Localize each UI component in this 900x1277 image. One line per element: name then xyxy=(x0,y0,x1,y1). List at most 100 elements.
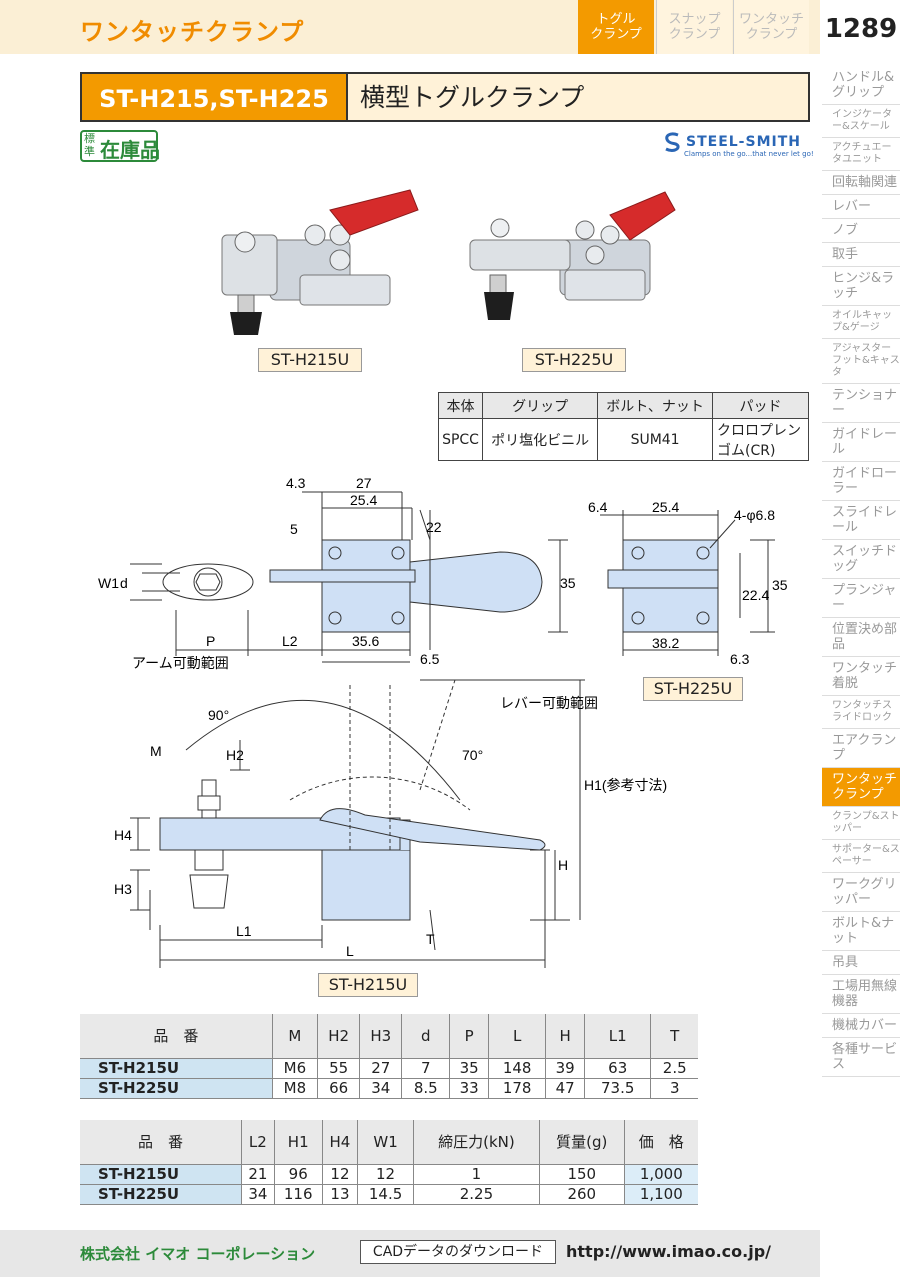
sidebar-item[interactable]: ノブ xyxy=(822,219,900,243)
dim-label: P xyxy=(206,633,215,649)
table-cell: 150 xyxy=(539,1164,625,1185)
spec-header: H2 xyxy=(317,1014,361,1059)
table-cell: 8.5 xyxy=(401,1078,451,1099)
drawing-caption-225: ST-H225U xyxy=(643,677,743,701)
table-row: ST-H225U 34 116 13 14.5 2.25 260 1,100 xyxy=(80,1184,698,1205)
dim-label: 35.6 xyxy=(352,633,379,649)
table-cell: 34 xyxy=(359,1078,403,1099)
spec-header: L xyxy=(488,1014,547,1059)
spec-header: 価 格 xyxy=(624,1120,698,1165)
sidebar-item[interactable]: 吊具 xyxy=(822,951,900,975)
product-photo-st-h215u xyxy=(221,189,419,335)
sidebar-item[interactable]: プランジャー xyxy=(822,579,900,618)
dim-label: 35 xyxy=(560,575,576,591)
spec-header: H3 xyxy=(359,1014,403,1059)
sidebar-item[interactable]: 機械カバー xyxy=(822,1014,900,1038)
sidebar-item[interactable]: 回転軸関連 xyxy=(822,171,900,195)
model-cell: ST-H215U xyxy=(80,1164,243,1185)
spec-header: L1 xyxy=(584,1014,652,1059)
table-cell: 66 xyxy=(317,1078,361,1099)
product-photo-st-h225u xyxy=(469,191,676,320)
spec-header: W1 xyxy=(357,1120,414,1165)
dim-label: 4-φ6.8 xyxy=(734,507,775,523)
model-codes: ST-H215,ST-H225 xyxy=(80,72,348,122)
drawing-label-lever-range: レバー可動範囲 xyxy=(500,695,598,711)
spec-header: M xyxy=(272,1014,319,1059)
sidebar-item[interactable]: アクチュエータユニット xyxy=(822,138,900,171)
table-cell: 96 xyxy=(274,1164,323,1185)
sidebar-item[interactable]: スライドレール xyxy=(822,501,900,540)
drawing-caption-215: ST-H215U xyxy=(318,973,418,997)
spec-header: 品 番 xyxy=(80,1014,273,1059)
stock-badge xyxy=(80,130,158,162)
dim-label: 6.5 xyxy=(420,651,440,667)
spec-header: H4 xyxy=(322,1120,359,1165)
sidebar-item[interactable]: ハンドル&グリップ xyxy=(822,66,900,105)
spec-header: 質量(g) xyxy=(539,1120,625,1165)
table-cell: 14.5 xyxy=(357,1184,414,1205)
table-cell: 73.5 xyxy=(584,1078,652,1099)
category-sidebar: ハンドル&グリップインジケーター&スケールアクチュエータユニット回転軸関連レバー… xyxy=(822,66,900,1077)
brand-logo-icon xyxy=(665,132,680,152)
dim-label: 22 xyxy=(426,519,442,535)
sidebar-item[interactable]: オイルキャップ&ゲージ xyxy=(822,306,900,339)
price-cell: 1,000 xyxy=(624,1164,698,1185)
table-cell: 12 xyxy=(357,1164,414,1185)
spec-header: P xyxy=(449,1014,490,1059)
material-header: ボルト、ナット xyxy=(597,392,713,419)
spec-header: L2 xyxy=(241,1120,275,1165)
table-row: ST-H215U 21 96 12 12 1 150 1,000 xyxy=(80,1164,698,1185)
table-cell: 260 xyxy=(539,1184,625,1205)
sidebar-item[interactable]: 各種サービス xyxy=(822,1038,900,1077)
material-value: クロロプレンゴム(CR) xyxy=(712,418,809,461)
cad-download-button[interactable]: CADデータのダウンロード xyxy=(360,1240,556,1264)
table-cell: 7 xyxy=(401,1058,451,1079)
sidebar-item[interactable]: ガイドレール xyxy=(822,423,900,462)
tab-snap-clamp[interactable]: スナップクランプ xyxy=(656,0,732,54)
sidebar-item[interactable]: アジャスターフット&キャスタ xyxy=(822,339,900,384)
spec-header: 品 番 xyxy=(80,1120,243,1165)
drawing-label-H1: H1(参考寸法) xyxy=(584,777,667,793)
table-cell: 2.25 xyxy=(413,1184,540,1205)
material-value: SPCC xyxy=(437,418,484,461)
sidebar-item[interactable]: 取手 xyxy=(822,243,900,267)
table-cell: 2.5 xyxy=(650,1058,698,1079)
dim-label: 27 xyxy=(356,475,372,491)
drawing-label-angle70: 70° xyxy=(462,747,483,763)
sidebar-item[interactable]: 位置決め部品 xyxy=(822,618,900,657)
table-row: ST-H215U M6 55 27 7 35 148 39 63 2.5 xyxy=(80,1058,698,1079)
sidebar-item[interactable]: サポーター&スペーサー xyxy=(822,840,900,873)
model-cell: ST-H225U xyxy=(80,1078,273,1099)
sidebar-item[interactable]: インジケーター&スケール xyxy=(822,105,900,138)
sidebar-item[interactable]: クランプ&ストッパー xyxy=(822,807,900,840)
material-value: SUM41 xyxy=(597,418,713,461)
sidebar-item[interactable]: レバー xyxy=(822,195,900,219)
sidebar-item[interactable]: ボルト&ナット xyxy=(822,912,900,951)
table-cell: 47 xyxy=(545,1078,586,1099)
sidebar-item[interactable]: ワークグリッパー xyxy=(822,873,900,912)
dim-label: 22.4 xyxy=(742,587,769,603)
sidebar-item[interactable]: ヒンジ&ラッチ xyxy=(822,267,900,306)
sidebar-item[interactable]: テンショナー xyxy=(822,384,900,423)
sidebar-item[interactable]: 工場用無線機器 xyxy=(822,975,900,1014)
table-cell: 178 xyxy=(488,1078,547,1099)
drawing-label-H4: H4 xyxy=(114,827,132,843)
drawing-label-M: M xyxy=(150,743,162,759)
sidebar-item[interactable]: ワンタッチ着脱 xyxy=(822,657,900,696)
table-cell: 3 xyxy=(650,1078,698,1099)
sidebar-item[interactable]: スイッチドッグ xyxy=(822,540,900,579)
sidebar-item[interactable]: ワンタッチスライドロック xyxy=(822,696,900,729)
table-cell: 35 xyxy=(449,1058,490,1079)
tab-toggle-clamp[interactable]: トグルクランプ xyxy=(578,0,654,54)
dim-label: 35 xyxy=(772,577,788,593)
sidebar-item[interactable]: エアクランプ xyxy=(822,729,900,768)
drawing-label-T: T xyxy=(426,931,435,947)
dim-label: 25.4 xyxy=(652,499,679,515)
table-cell: 148 xyxy=(488,1058,547,1079)
sidebar-item[interactable]: ガイドローラー xyxy=(822,462,900,501)
website-link[interactable]: http://www.imao.co.jp/ xyxy=(566,1242,771,1261)
tab-onetouch-clamp[interactable]: ワンタッチクランプ xyxy=(733,0,809,54)
table-cell: M6 xyxy=(272,1058,319,1079)
sidebar-item[interactable]: ワンタッチクランプ xyxy=(822,768,900,807)
table-row: ST-H225U M8 66 34 8.5 33 178 47 73.5 3 xyxy=(80,1078,698,1099)
